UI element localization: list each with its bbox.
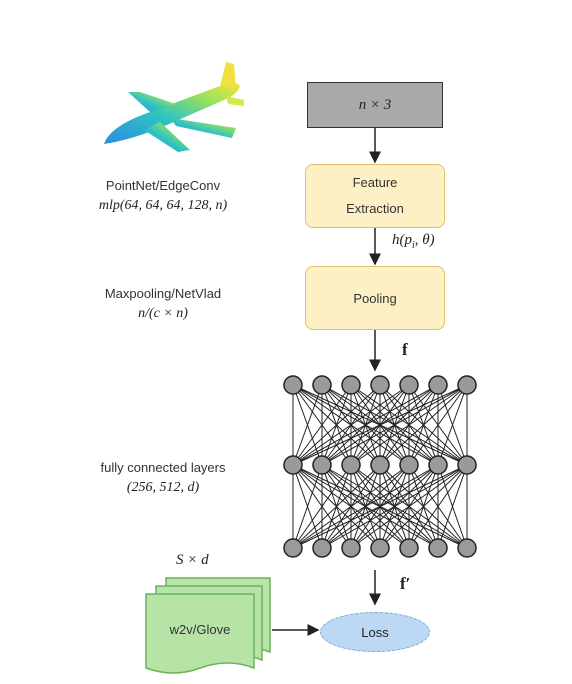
fc-node (341, 375, 361, 395)
feature-extraction-box: Feature Extraction (305, 164, 445, 228)
fc-edge (379, 384, 468, 466)
fc-edge (379, 464, 468, 549)
encoder-name: PointNet/EdgeConv (105, 178, 221, 193)
h-function-label: h(pi, θ) (392, 232, 435, 251)
pool-name: Maxpooling/NetVlad (104, 286, 222, 301)
fc-edge (292, 464, 439, 549)
fc-edge (292, 464, 410, 549)
fc-node (312, 455, 332, 475)
fc-node (283, 455, 303, 475)
loss-label: Loss (361, 624, 389, 640)
pool-dim: n/(c × n) (138, 306, 188, 321)
fc-edge (437, 464, 468, 549)
fc-edge (408, 464, 468, 549)
f-prime-vector-label: f′ (400, 574, 411, 593)
input-label: n × 3 (358, 96, 392, 113)
fc-node (312, 375, 332, 395)
fc-edge (292, 384, 323, 466)
fc-node (370, 375, 390, 395)
fc-node (312, 538, 332, 558)
fc-node (283, 538, 303, 558)
encoder-label: PointNet/EdgeConv mlp(64, 64, 64, 128, n… (58, 176, 268, 216)
fc-edge (408, 384, 468, 466)
fc-edge (292, 384, 439, 466)
embed-shape-label: S × d (176, 552, 209, 568)
input-box: n × 3 (307, 82, 443, 128)
fc-node (399, 375, 419, 395)
feature-label-line1: Feature (352, 175, 398, 190)
fc-node (341, 455, 361, 475)
pooling-method-label: Maxpooling/NetVlad n/(c × n) (58, 284, 268, 324)
fc-node (399, 538, 419, 558)
fc-node (283, 375, 303, 395)
fc-edge (321, 464, 468, 549)
loss-node: Loss (320, 612, 430, 652)
feature-label-line2: Extraction (346, 201, 404, 216)
fc-node (341, 538, 361, 558)
encoder-mlp: mlp(64, 64, 64, 128, n) (98, 198, 228, 213)
fc-node (428, 538, 448, 558)
fc-edge (292, 384, 352, 466)
fc-edge (292, 464, 381, 549)
fc-edge (292, 464, 468, 549)
fc-edge (292, 464, 323, 549)
fc-node (370, 455, 390, 475)
fc-node (428, 455, 448, 475)
fc-edge (437, 384, 468, 466)
fc-edge (350, 384, 468, 466)
fc-edge (292, 464, 352, 549)
fc-node (370, 538, 390, 558)
fc-edge (292, 384, 468, 466)
fc-edge (292, 384, 410, 466)
pooling-box: Pooling (305, 266, 445, 330)
fc-name: fully connected layers (100, 460, 226, 475)
fc-node (457, 455, 477, 475)
embed-label: w2v/Glove (169, 622, 231, 637)
fc-dims: (256, 512, d) (126, 480, 200, 495)
fc-edge (321, 384, 468, 466)
fc-node (399, 455, 419, 475)
pooling-label: Pooling (353, 290, 397, 306)
f-vector-label: f (402, 340, 408, 359)
fc-node (457, 538, 477, 558)
fc-node (428, 375, 448, 395)
fc-node (457, 375, 477, 395)
fc-layers-label: fully connected layers (256, 512, d) (58, 458, 268, 498)
fc-edge (292, 384, 381, 466)
fc-edge (350, 464, 468, 549)
